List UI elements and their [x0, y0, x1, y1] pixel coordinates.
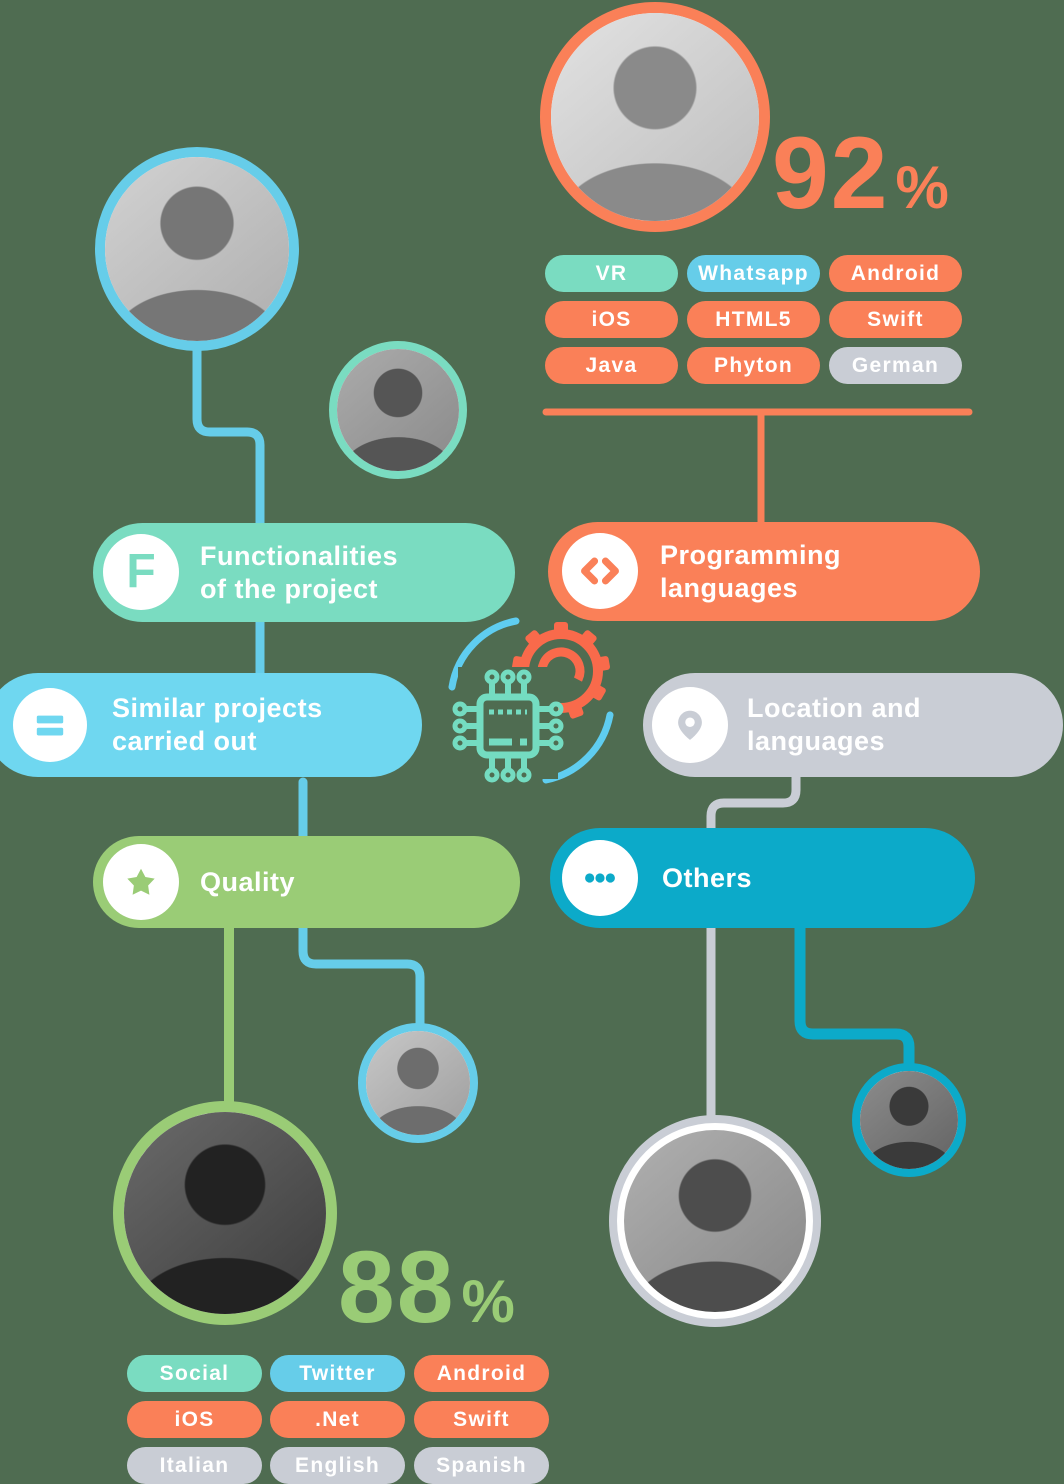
pill-location-languages[interactable]: Location and languages: [643, 673, 1063, 777]
tag-swift-top: Swift: [829, 301, 962, 338]
tag-ios-top: iOS: [545, 301, 678, 338]
code-icon: [562, 533, 638, 609]
avatar-photo: [124, 1112, 326, 1314]
star-icon: [103, 844, 179, 920]
tag-phyton: Phyton: [687, 347, 820, 384]
equals-icon: [13, 688, 87, 762]
tag-italian: Italian: [127, 1447, 262, 1484]
top-score-value: 92: [772, 116, 890, 230]
tag-english: English: [270, 1447, 405, 1484]
top-score-unit: %: [895, 154, 949, 221]
avatar-green-man[interactable]: [113, 1101, 337, 1325]
tag-ios-bottom: iOS: [127, 1401, 262, 1438]
ellipsis-icon: [562, 840, 638, 916]
chip-gear-icon: [448, 617, 614, 784]
connector-blue-bottom: [298, 777, 425, 1037]
tag-swift-bottom: Swift: [414, 1401, 549, 1438]
tag-twitter: Twitter: [270, 1355, 405, 1392]
tag-html5: HTML5: [687, 301, 820, 338]
pill-functionalities-label: Functionalities of the project: [200, 540, 399, 604]
avatar-cyan-woman[interactable]: [852, 1063, 966, 1177]
avatar-photo: [551, 13, 759, 221]
avatar-photo: [366, 1031, 470, 1135]
location-pin-icon: [652, 687, 728, 763]
avatar-gray-woman[interactable]: [609, 1115, 821, 1327]
avatar-top-man[interactable]: [540, 2, 770, 232]
tag-whatsapp: Whatsapp: [687, 255, 820, 292]
bottom-score-unit: %: [461, 1268, 515, 1335]
pill-similar-label: Similar projects carried out: [112, 693, 323, 756]
top-score: 92 %: [772, 122, 949, 224]
tag-social: Social: [127, 1355, 262, 1392]
avatar-left-man[interactable]: [95, 147, 299, 351]
bottom-score: 88 %: [338, 1236, 515, 1338]
pill-quality-label: Quality: [200, 866, 296, 897]
connector-blue-top: [192, 333, 265, 705]
tag-android-bottom: Android: [414, 1355, 549, 1392]
f-letter-icon: F: [103, 534, 179, 610]
tag-java: Java: [545, 347, 678, 384]
tag-vr: VR: [545, 255, 678, 292]
pill-others-label: Others: [662, 862, 753, 893]
pill-others[interactable]: Others: [550, 828, 975, 928]
tag-german: German: [829, 347, 962, 384]
pill-programming-languages[interactable]: Programming languages: [548, 522, 980, 621]
pill-similar-projects[interactable]: Similar projects carried out: [0, 673, 422, 777]
chip-icon: [452, 669, 564, 783]
avatar-photo: [860, 1071, 958, 1169]
avatar-photo: [337, 349, 459, 471]
tag-spanish: Spanish: [414, 1447, 549, 1484]
connector-gray: [706, 767, 801, 1127]
avatar-photo: [105, 157, 289, 341]
f-letter-glyph: F: [126, 545, 156, 598]
avatar-teal-woman[interactable]: [329, 341, 467, 479]
pill-programming-label: Programming languages: [660, 539, 842, 603]
pill-quality[interactable]: Quality: [93, 836, 520, 928]
tag-dotnet: .Net: [270, 1401, 405, 1438]
pill-location-label: Location and languages: [747, 693, 921, 756]
avatar-blue-woman[interactable]: [358, 1023, 478, 1143]
connector-cyan: [794, 916, 915, 1076]
pill-functionalities[interactable]: F Functionalities of the project: [93, 523, 515, 622]
avatar-photo: [624, 1130, 806, 1312]
bottom-score-value: 88: [338, 1230, 456, 1344]
tag-android-top: Android: [829, 255, 962, 292]
